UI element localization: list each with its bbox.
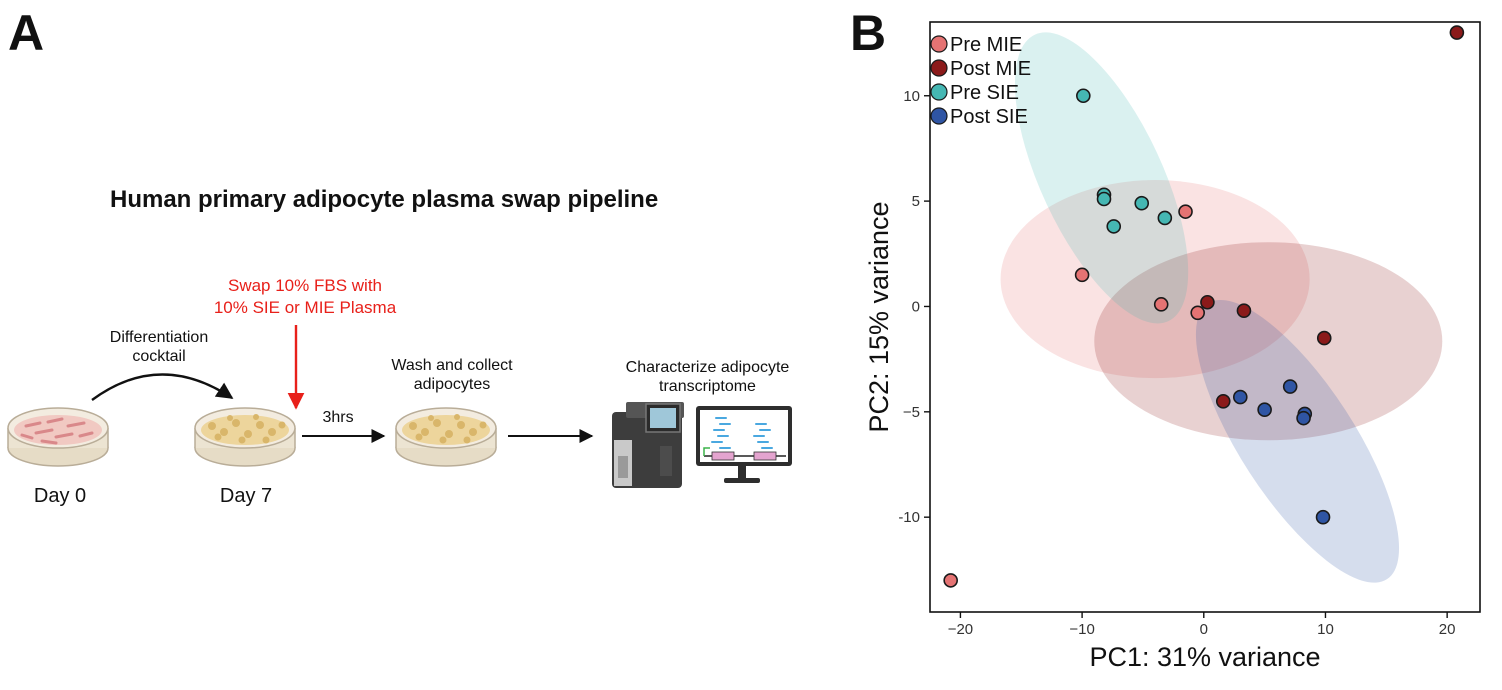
day7-label: Day 7	[219, 485, 273, 507]
point-0-0	[943, 573, 958, 588]
x-tick-label: −20	[948, 621, 973, 638]
panel-letter-b: B	[850, 5, 887, 61]
y-tick-label: −5	[903, 404, 920, 421]
legend-label-2: Pre SIE	[950, 82, 1019, 104]
point-1-4	[1215, 393, 1231, 409]
ellipse-3	[1195, 300, 1400, 583]
x-tick-label: −10	[1069, 621, 1094, 638]
legend-swatch-2	[930, 83, 948, 101]
point-1-1	[1200, 294, 1215, 310]
point-1-0	[1449, 25, 1465, 40]
y-tick-label: 0	[912, 298, 920, 315]
x-tick-label: 20	[1439, 621, 1456, 638]
data-points	[943, 25, 1465, 588]
x-axis-label: PC1: 31% variance	[1089, 642, 1320, 672]
ellipse-2	[1014, 32, 1189, 324]
panel-letter-a: A	[8, 5, 45, 61]
point-1-2	[1236, 303, 1252, 318]
monitor-icon	[696, 406, 792, 483]
point-0-3	[1190, 305, 1205, 321]
ellipse-1	[1094, 242, 1443, 441]
petri-dish-day7-icon	[194, 407, 296, 467]
pipeline-title: Human primary adipocyte plasma swap pipe…	[110, 186, 659, 213]
y-tick-label: -10	[898, 509, 920, 526]
confidence-ellipses	[1000, 32, 1443, 583]
characterize-label: Characterize adipocyte transcriptome	[625, 359, 790, 396]
point-0-4	[1178, 204, 1193, 219]
point-3-4	[1296, 410, 1311, 426]
point-3-5	[1315, 509, 1331, 525]
sequencer-icon	[612, 402, 684, 488]
point-2-0	[1076, 88, 1091, 104]
point-2-5	[1106, 219, 1122, 234]
pipeline-diagram	[7, 325, 792, 488]
legend-swatch-1	[930, 59, 948, 77]
legend-label-1: Post MIE	[950, 58, 1031, 80]
legend-swatch-0	[930, 35, 948, 53]
y-tick-label: 5	[912, 193, 920, 210]
point-0-1	[1074, 267, 1090, 283]
duration-label: 3hrs	[322, 409, 354, 426]
point-3-2	[1282, 379, 1298, 394]
legend-label-0: Pre MIE	[950, 34, 1022, 56]
legend-label-3: Post SIE	[950, 106, 1028, 128]
point-2-3	[1134, 195, 1150, 211]
differentiation-arrow	[91, 373, 234, 401]
swap-label-line1: Swap 10% FBS with	[227, 276, 382, 295]
point-1-3	[1316, 330, 1332, 346]
y-axis-ticks: 10 5 0 −5 -10	[898, 88, 930, 526]
point-2-4	[1157, 210, 1173, 226]
point-3-1	[1257, 402, 1272, 418]
y-axis-label: PC2: 15% variance	[864, 201, 894, 432]
point-0-2	[1153, 297, 1169, 312]
ellipse-0	[1000, 180, 1310, 379]
x-tick-label: 10	[1317, 621, 1334, 638]
x-tick-label: 0	[1200, 621, 1208, 638]
legend-swatch-3	[930, 107, 948, 125]
point-3-0	[1232, 389, 1248, 405]
differentiation-label: Differentiation cocktail	[109, 329, 209, 366]
point-2-2	[1096, 191, 1112, 207]
petri-dish-wash-icon	[395, 407, 497, 467]
plot-frame	[929, 21, 1481, 613]
petri-dish-day0-icon	[7, 407, 109, 467]
day0-label: Day 0	[33, 485, 87, 507]
y-tick-label: 10	[903, 88, 920, 105]
x-axis-ticks: −20 −10 0 10 20	[948, 612, 1456, 638]
wash-label: Wash and collect adipocytes	[391, 357, 513, 394]
swap-label-line2: 10% SIE or MIE Plasma	[213, 298, 397, 317]
